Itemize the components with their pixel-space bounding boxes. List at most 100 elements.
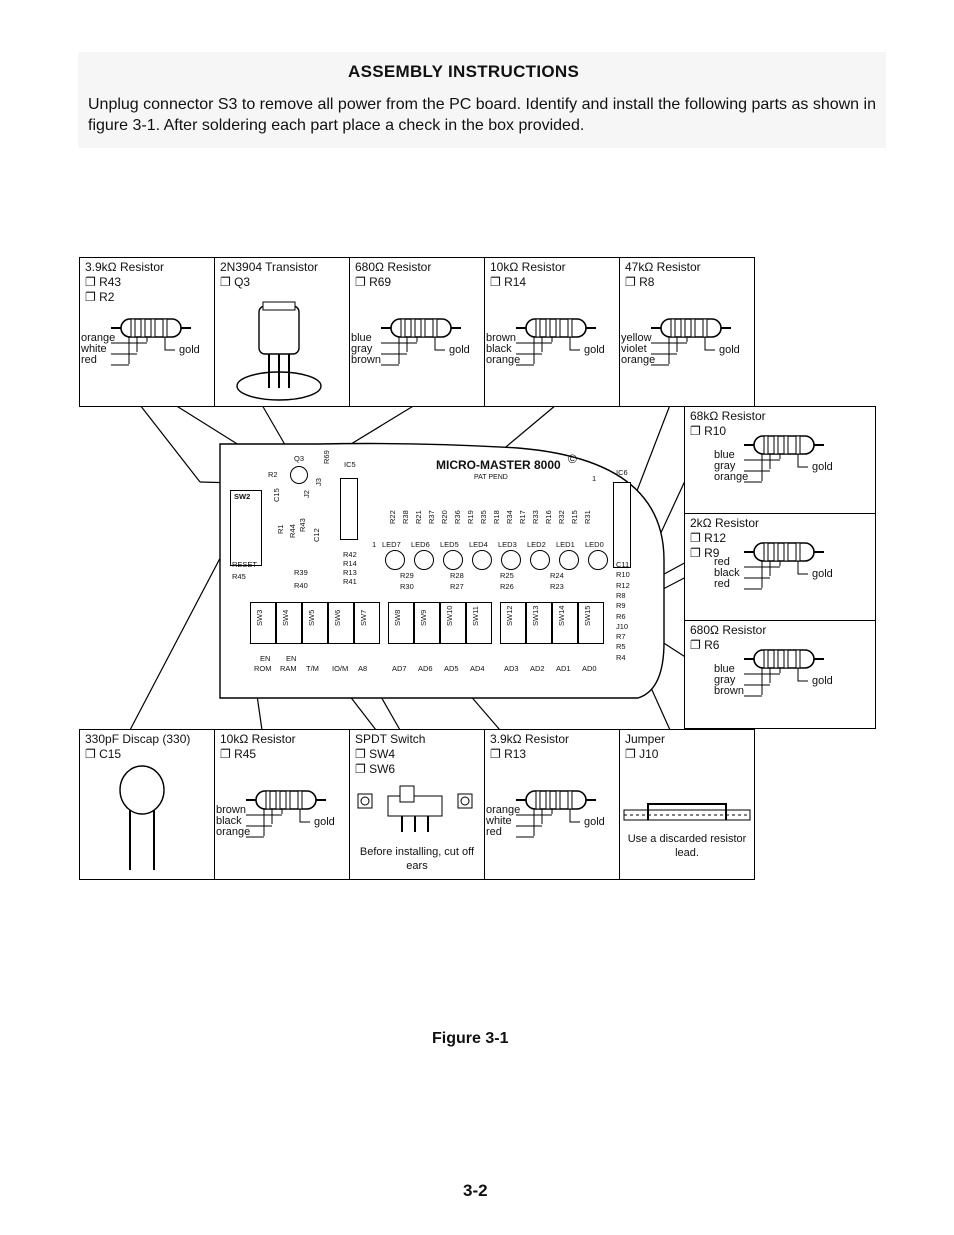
part-checkbox-item[interactable]: ❐ Q3	[220, 275, 251, 289]
switch-label: SW14	[557, 605, 566, 626]
band-color-label: brown	[486, 332, 516, 344]
part-label: 680Ω Resistor❐ R69	[355, 260, 431, 290]
band-color-label: orange	[714, 471, 749, 483]
dip-switch	[440, 602, 466, 644]
part-checkbox-item[interactable]: ❐ R9	[690, 546, 720, 560]
switch-label: SW4	[281, 609, 290, 626]
switch-function-label: AD5	[444, 664, 459, 673]
r43-label: R43	[298, 518, 307, 532]
q3-label: Q3	[294, 454, 305, 463]
right-part-label: R7	[616, 632, 626, 642]
part-checkbox-item[interactable]: ❐ C15	[85, 747, 122, 761]
part-title: 3.9kΩ Resistor	[490, 732, 569, 746]
r2-label: R2	[268, 470, 278, 479]
part-checkbox-item[interactable]: ❐ SW6	[355, 762, 396, 776]
switch-function-label: AD6	[418, 664, 433, 673]
top-resistor-label: R35	[479, 510, 488, 524]
top-resistor-label: R32	[557, 510, 566, 524]
part-label: 2N3904 Transistor❐ Q3	[220, 260, 318, 290]
part-checkbox-item[interactable]: ❐ R12	[690, 531, 727, 545]
resistor-icon	[111, 318, 191, 366]
band-color-label: blue	[351, 332, 372, 344]
right-part-label: C11	[616, 560, 630, 569]
band-color-label: white	[81, 343, 107, 355]
right-part-label: R4	[616, 652, 626, 662]
part-caption: Use a discarded resistor lead.	[627, 833, 747, 859]
band-color-label: gray	[351, 343, 373, 355]
ic5-label: IC5	[344, 460, 356, 469]
dip-switch	[354, 602, 380, 644]
led-icon	[472, 550, 492, 570]
part-checkbox-item[interactable]: ❐ R10	[690, 424, 727, 438]
part-checkbox-item[interactable]: ❐ R13	[490, 747, 527, 761]
part-label: 68kΩ Resistor❐ R10	[690, 409, 766, 439]
dip-switch	[276, 602, 302, 644]
switch-label: SW7	[359, 609, 368, 626]
top-resistor-label: R20	[440, 510, 449, 524]
instructions-header: ASSEMBLY INSTRUCTIONS Unplug connector S…	[78, 52, 886, 148]
part-checkbox-item[interactable]: ❐ R6	[690, 638, 720, 652]
resistor-label: R24	[550, 571, 564, 580]
c12-label: C12	[312, 528, 321, 542]
reset-label: RESET	[232, 560, 258, 569]
right-part-label: R5	[616, 642, 626, 652]
part-checkbox-item[interactable]: ❐ R14	[490, 275, 527, 289]
part-title: 330pF Discap (330)	[85, 732, 191, 746]
part-caption: Before installing, cut off ears	[359, 846, 475, 872]
part-checkbox-item[interactable]: ❐ R8	[625, 275, 655, 289]
q3-transistor	[290, 466, 308, 484]
resistor-label: R30	[400, 582, 414, 591]
band-color-label: gray	[714, 460, 736, 472]
part-title: 10kΩ Resistor	[490, 260, 566, 274]
part-checkbox-item[interactable]: ❐ R45	[220, 747, 257, 761]
switch-function-label: T/M	[306, 664, 319, 673]
left-resistor-label: R41	[343, 577, 357, 586]
resistor-label: R26	[500, 582, 514, 591]
part-checkbox-item[interactable]: ❐ R69	[355, 275, 392, 289]
resistor-r-icon	[744, 542, 824, 590]
sw2-switch	[230, 490, 262, 566]
sw2-label: SW2	[234, 492, 251, 501]
dip-switch	[500, 602, 526, 644]
pin1-label: 1	[592, 474, 597, 483]
resistor-label: R23	[550, 582, 564, 591]
left-resistor-label: R42	[343, 550, 357, 559]
top-resistor-label: R19	[466, 510, 475, 524]
transistor-icon	[236, 301, 322, 401]
tolerance-band-label: gold	[812, 568, 833, 580]
top-resistor-label: R34	[505, 510, 514, 524]
r1-label: R1	[276, 524, 285, 534]
top-resistor-label: R38	[401, 510, 410, 524]
band-color-label: violet	[621, 343, 647, 355]
part-label: 3.9kΩ Resistor❐ R43❐ R2	[85, 260, 164, 305]
tolerance-band-label: gold	[812, 675, 833, 687]
part-label: 10kΩ Resistor❐ R45	[220, 732, 296, 762]
patent-label: PAT PEND	[474, 474, 508, 481]
switch-label: SW13	[531, 605, 540, 626]
resistor-icon	[516, 318, 596, 366]
band-color-label: black	[714, 567, 740, 579]
part-checkbox-item[interactable]: ❐ J10	[625, 747, 659, 761]
tolerance-band-label: gold	[314, 816, 335, 828]
tolerance-band-label: gold	[584, 344, 605, 356]
resistor-label: R28	[450, 571, 464, 580]
right-part-label: J10	[616, 621, 629, 631]
part-checkbox-item[interactable]: ❐ R43	[85, 275, 122, 289]
part-checkbox-item[interactable]: ❐ R2	[85, 290, 115, 304]
switch-label: SW3	[255, 609, 264, 626]
part-label: 330pF Discap (330)❐ C15	[85, 732, 190, 762]
right-part-label: R12	[616, 580, 630, 590]
part-checkbox-item[interactable]: ❐ SW4	[355, 747, 396, 761]
resistor-icon	[651, 318, 731, 366]
band-color-label: blue	[714, 449, 735, 461]
switch-label: SW9	[419, 609, 428, 626]
top-resistor-label: R16	[544, 510, 553, 524]
tolerance-band-label: gold	[449, 344, 470, 356]
switch-function-label: ROM	[254, 664, 272, 673]
led-icon	[501, 550, 521, 570]
part-title: 680Ω Resistor	[355, 260, 432, 274]
r39-label: R39	[294, 568, 308, 577]
